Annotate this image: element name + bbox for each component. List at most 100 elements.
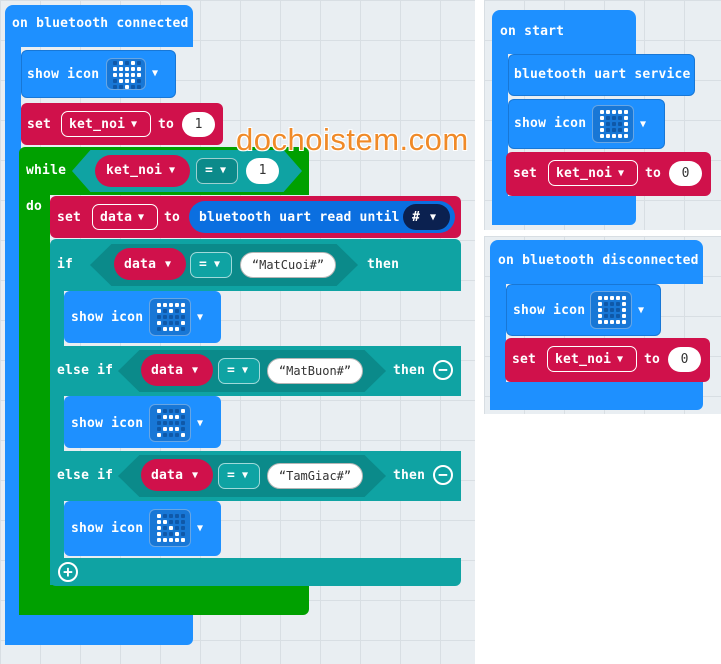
add-else-if-icon[interactable]: + — [58, 562, 78, 582]
disconnected-hat[interactable] — [490, 240, 703, 284]
branch-1-op-chevron-down-icon[interactable]: ▼ — [214, 259, 221, 270]
branch-2-value-text: MatBuon# — [286, 364, 344, 378]
square-icon-chevron-down-icon[interactable]: ▼ — [640, 119, 647, 130]
set-data-to-label: to — [164, 210, 181, 225]
elseif-2-label: else if — [57, 468, 114, 483]
branch-3-var-chevron-down-icon[interactable]: ▼ — [192, 470, 199, 481]
connected-var-dropdown[interactable] — [61, 111, 151, 137]
do-label: do — [26, 199, 43, 214]
bluetooth-uart-read-label: bluetooth uart read until — [199, 210, 400, 225]
while-cond-var-chevron-down-icon[interactable]: ▼ — [169, 165, 176, 176]
connected-spine — [5, 40, 21, 645]
branch-1-var[interactable] — [114, 248, 186, 280]
elseif-1-label: else if — [57, 363, 114, 378]
start-hat[interactable] — [492, 10, 636, 54]
connected-to-label: to — [158, 117, 175, 132]
start-hat-label: on start — [500, 24, 565, 39]
start-show-icon-block[interactable] — [508, 99, 665, 149]
bluetooth-uart-service-label: bluetooth uart service — [514, 67, 691, 82]
start-set-value[interactable]: 0 — [669, 161, 702, 186]
branch-2-op-label: = — [227, 363, 236, 378]
square-icon[interactable] — [592, 105, 634, 143]
watermark-text: dochoistem.com — [236, 122, 469, 157]
if-label: if — [57, 257, 74, 272]
while-cond-var[interactable] — [95, 155, 190, 187]
disconnected-var-name: ket_noi — [555, 352, 612, 367]
disconnected-var-dropdown[interactable] — [547, 346, 637, 372]
branch-1-op[interactable] — [190, 252, 232, 278]
branch-2-var-label: data — [151, 363, 184, 378]
branch-2-var[interactable] — [141, 354, 213, 386]
elseif-2-remove-icon[interactable]: − — [433, 465, 453, 485]
branch-3-op[interactable] — [218, 463, 260, 489]
start-set-label: set — [513, 166, 538, 181]
elseif-1-remove-icon[interactable]: − — [433, 360, 453, 380]
branch-2-op-chevron-down-icon[interactable]: ▼ — [242, 365, 249, 376]
disconnected-show-icon-block[interactable] — [506, 284, 661, 336]
branch-2-value[interactable]: “MatBuon#” — [267, 358, 363, 384]
disconnected-to-label: to — [644, 352, 661, 367]
delimiter-dropdown[interactable] — [403, 204, 450, 230]
disconnected-var-chevron-down-icon[interactable]: ▼ — [617, 354, 624, 365]
branch-2-show-icon-label: show icon — [71, 416, 144, 431]
data-var-dropdown[interactable] — [92, 204, 158, 230]
while-cond-op-chevron-down-icon[interactable]: ▼ — [220, 165, 227, 176]
connected-var-name: ket_noi — [69, 117, 126, 132]
connected-hat[interactable] — [5, 5, 193, 47]
happy-face-icon[interactable] — [149, 298, 191, 336]
connected-set-value[interactable]: 1 — [182, 112, 215, 137]
if-then-label: then — [367, 257, 400, 272]
sad-face-icon[interactable] — [149, 404, 191, 442]
heart-icon[interactable] — [106, 58, 146, 90]
heart-icon-chevron-down-icon[interactable]: ▼ — [152, 68, 159, 79]
branch-3-show-icon-label: show icon — [71, 521, 144, 536]
start-foot — [492, 196, 636, 225]
bluetooth-uart-service-block[interactable] — [508, 54, 695, 96]
start-var-name: ket_noi — [556, 166, 613, 181]
disconnected-spine — [490, 280, 506, 410]
triangle-icon[interactable] — [149, 509, 191, 547]
connected-foot — [5, 615, 193, 645]
branch-1-value-text: MatCuoi# — [259, 258, 317, 272]
connected-show-icon-block[interactable] — [21, 50, 176, 98]
branch-1-var-chevron-down-icon[interactable]: ▼ — [165, 259, 172, 270]
start-var-chevron-down-icon[interactable]: ▼ — [618, 168, 625, 179]
branch-3-value-text: TamGiac# — [286, 469, 344, 483]
elseif-2-then-label: then — [393, 468, 426, 483]
triangle-chevron-down-icon[interactable]: ▼ — [197, 523, 204, 534]
branch-3-op-chevron-down-icon[interactable]: ▼ — [242, 470, 249, 481]
branch-3-value[interactable]: “TamGiac#” — [267, 463, 363, 489]
disconnected-set-value[interactable]: 0 — [668, 347, 701, 372]
while-foot — [19, 585, 309, 615]
branch-2-op[interactable] — [218, 358, 260, 384]
branch-2-var-chevron-down-icon[interactable]: ▼ — [192, 365, 199, 376]
while-cond-value[interactable]: 1 — [246, 158, 279, 184]
connected-var-chevron-down-icon[interactable]: ▼ — [131, 119, 138, 130]
if-spine — [50, 285, 64, 585]
branch-1-show-icon-block[interactable] — [64, 291, 221, 343]
small-square-icon-chevron-down-icon[interactable]: ▼ — [638, 305, 645, 316]
delimiter-chevron-down-icon[interactable]: ▼ — [430, 212, 437, 223]
start-to-label: to — [645, 166, 662, 181]
delimiter-label: # — [412, 210, 421, 225]
branch-3-show-icon-block[interactable] — [64, 501, 221, 556]
set-data-label: set — [57, 210, 82, 225]
disconnected-set-label: set — [512, 352, 537, 367]
branch-2-show-icon-block[interactable] — [64, 396, 221, 448]
data-var-chevron-down-icon[interactable]: ▼ — [138, 212, 145, 223]
connected-set-label: set — [27, 117, 52, 132]
branch-1-value[interactable]: “MatCuoi#” — [240, 252, 336, 278]
branch-3-var[interactable] — [141, 459, 213, 491]
branch-1-op-label: = — [199, 257, 208, 272]
happy-face-chevron-down-icon[interactable]: ▼ — [197, 312, 204, 323]
disconnected-hat-label: on bluetooth disconnected — [498, 253, 699, 268]
sad-face-chevron-down-icon[interactable]: ▼ — [197, 418, 204, 429]
start-show-icon-label: show icon — [514, 116, 587, 131]
small-square-icon[interactable] — [590, 291, 632, 329]
while-cond-op[interactable] — [196, 158, 238, 184]
connected-hat-label: on bluetooth connected — [12, 16, 189, 31]
while-cond-var-label: ket_noi — [106, 163, 163, 178]
start-var-dropdown[interactable] — [548, 160, 638, 186]
data-var-name: data — [100, 210, 133, 225]
branch-3-var-label: data — [151, 468, 184, 483]
